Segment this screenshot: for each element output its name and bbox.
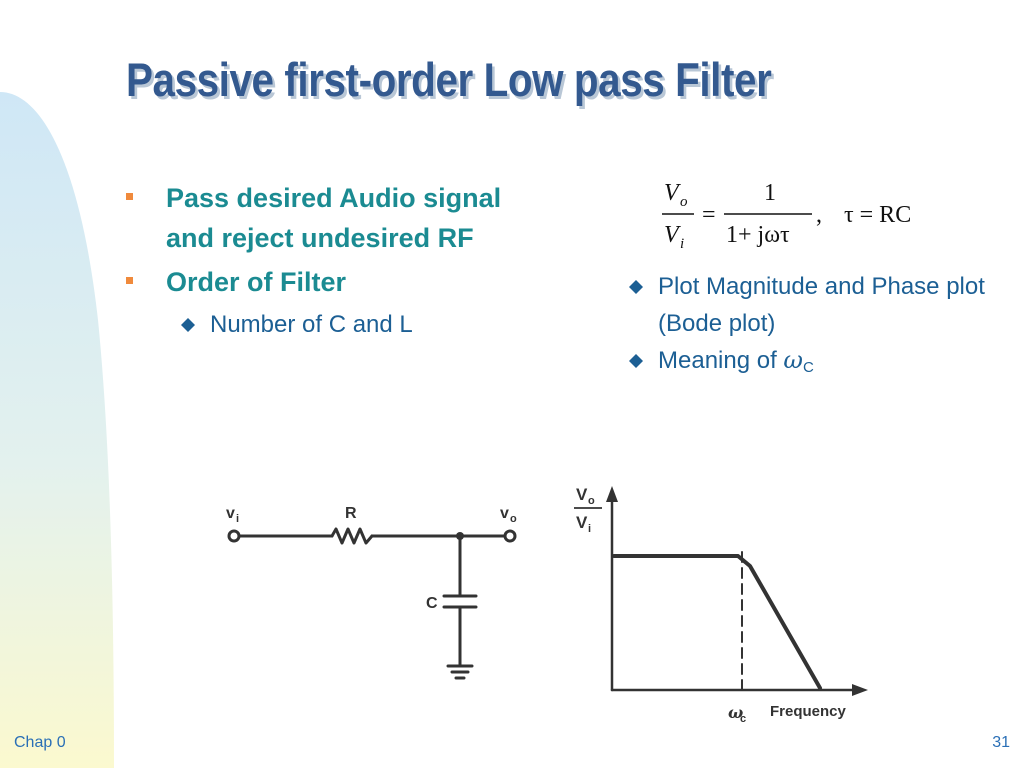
diamond-bullet-icon <box>180 317 196 333</box>
square-bullet-icon <box>126 193 133 200</box>
bode-x-label: Frequency <box>770 703 847 720</box>
sub-list-item-text: Meaning of <box>658 347 784 374</box>
sub-list-item-text: Plot Magnitude and Phase plot (Bode plot… <box>658 273 985 337</box>
y-axis-arrow-icon <box>606 486 618 502</box>
formula-vo-sub: o <box>680 194 688 210</box>
bode-y-vi: V <box>576 513 588 532</box>
bode-y-vo: V <box>576 485 588 504</box>
sub-list-item: Number of C and L <box>180 306 524 343</box>
right-bullet-list: Plot Magnitude and Phase plot (Bode plot… <box>628 268 1008 386</box>
bode-wc-label: ω <box>728 703 743 722</box>
formula-vi: V <box>664 222 681 248</box>
diamond-bullet-icon <box>628 353 644 369</box>
list-item-text: Pass desired Audio signal and reject und… <box>166 183 502 253</box>
circuit-vo-label: v <box>500 505 509 522</box>
formula-numerator: 1 <box>764 180 776 206</box>
circuit-vo-sub: o <box>510 513 517 525</box>
footer-page-number: 31 <box>992 734 1010 751</box>
diamond-bullet-icon <box>628 279 644 295</box>
bode-magnitude-sketch: V o V i Frequency ω c <box>574 485 868 724</box>
list-item: Pass desired Audio signal and reject und… <box>124 178 524 258</box>
square-bullet-icon <box>126 277 133 284</box>
list-item: Order of Filter <box>124 262 524 302</box>
circuit-c-label: C <box>426 595 438 612</box>
rc-circuit-diagram: v i v o R C <box>226 505 517 680</box>
transfer-function-formula: V o V i = 1 1+ jωτ , τ = RC <box>662 180 911 252</box>
formula-vi-sub: i <box>680 236 684 252</box>
slide-title: Passive first-order Low pass Filter <box>126 53 772 106</box>
sub-list-item: Plot Magnitude and Phase plot (Bode plot… <box>628 268 1008 342</box>
list-item-text: Order of Filter <box>166 267 347 297</box>
sub-list-item: Meaning of ωC <box>628 342 1008 386</box>
formula-equals: = <box>702 202 716 228</box>
circuit-r-label: R <box>345 505 357 522</box>
x-axis-arrow-icon <box>852 684 868 696</box>
sub-list-item-text: Number of C and L <box>210 311 413 338</box>
omega-subscript: C <box>803 359 814 376</box>
formula-comma: , <box>816 202 822 228</box>
bode-wc-sub: c <box>740 713 746 724</box>
formula-denominator: 1+ jωτ <box>726 222 790 248</box>
footer-chapter: Chap 0 <box>14 734 66 751</box>
left-bullet-list: Pass desired Audio signal and reject und… <box>124 178 524 343</box>
bode-y-vo-sub: o <box>588 495 595 507</box>
formula-tau: τ = RC <box>844 202 911 228</box>
bode-y-vi-sub: i <box>588 523 591 535</box>
circuit-vi-label: v <box>226 505 235 522</box>
circuit-vi-sub: i <box>236 513 239 525</box>
formula-vo: V <box>664 180 681 206</box>
omega-symbol: ω <box>783 346 803 374</box>
